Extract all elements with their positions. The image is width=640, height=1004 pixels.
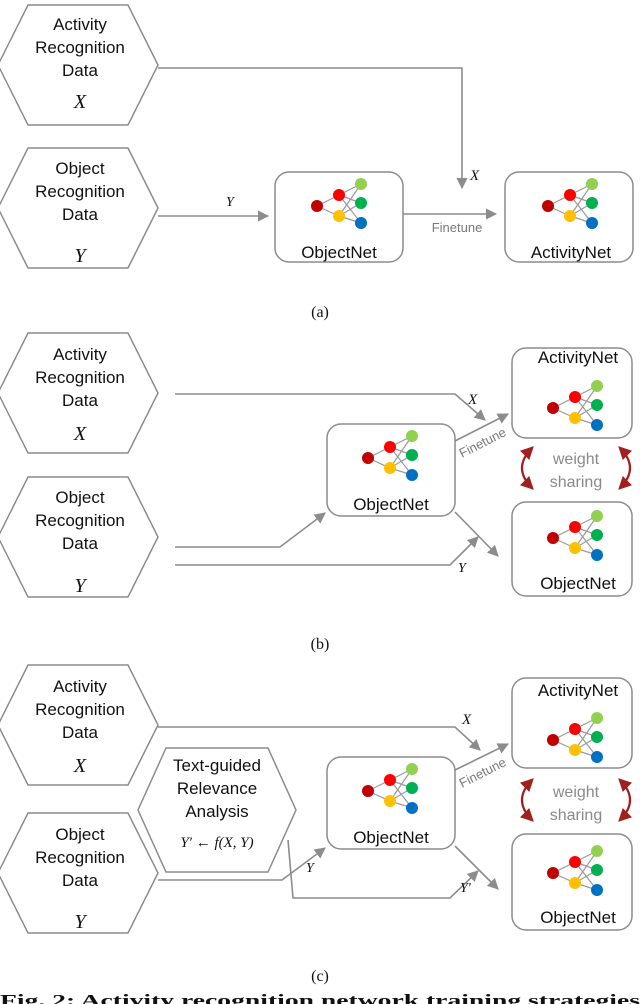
figure-caption: Fig. 2: Activity recognition network tra… [0,991,640,1004]
weight-sharing-right-arrow [618,446,633,490]
objectnet-bottom-label: ObjectNet [540,908,616,927]
weight-sharing-right-arrow [618,778,633,822]
activity-data-hexagon [0,4,159,126]
finetune-label: Finetune [457,424,509,460]
object-var-y: Y [74,245,87,267]
object-data-line3: Data [62,871,98,890]
object-data-line1: Object [55,159,104,178]
finetune-label: Finetune [457,754,509,790]
arrow-x-label: X [467,392,478,408]
object-data-line1: Object [55,488,104,507]
objectnet-mid-label: ObjectNet [353,495,429,514]
activity-data-line1: Activity [53,345,107,364]
weight-sharing-left-arrow [519,778,534,822]
panel-c-caption: (c) [311,968,329,985]
relevance-line3: Analysis [185,802,248,821]
weight-sharing-line2: sharing [550,474,602,491]
panel-a-caption: (a) [311,304,329,321]
object-data-line3: Data [62,205,98,224]
arrow-x-label: X [469,168,480,184]
panel-c: Activity Recognition Data X Object Recog… [0,664,633,985]
activitynet-box [511,677,633,769]
activity-data-hexagon [0,664,159,786]
panel-b-caption: (b) [311,636,330,653]
activity-data-line3: Data [62,61,98,80]
activity-data-line2: Recognition [35,38,125,57]
arrow-x-label: X [461,712,472,728]
activity-data-line1: Activity [53,677,107,696]
arrow-y-label: Y [306,861,316,876]
objectnet-mid-label: ObjectNet [353,828,429,847]
relevance-formula: Y′ ← f(X, Y) [180,835,253,851]
objectnet-label: ObjectNet [301,243,377,262]
activity-data-line2: Recognition [35,368,125,387]
object-data-hexagon [0,812,159,934]
weight-sharing-line1: weight [552,451,600,468]
arrow-y-label: Y [226,195,236,210]
arrow-relevance-to-objectnet-bottom [287,839,479,899]
activity-data-line3: Data [62,723,98,742]
object-data-line2: Recognition [35,182,125,201]
object-data-hexagon [0,147,159,269]
panel-b: Activity Recognition Data X Object Recog… [0,332,633,653]
arrow-object-to-objectnet [158,847,326,881]
finetune-arrow [454,743,510,771]
object-data-line2: Recognition [35,848,125,867]
object-var-y: Y [74,575,87,597]
activity-data-line3: Data [62,391,98,410]
arrow-object-to-objectnet-bottom [175,536,479,566]
activitynet-label: ActivityNet [538,681,619,700]
object-var-y: Y [74,911,87,933]
arrow-activity-to-activitynet [158,67,468,190]
objectnet-bottom-label: ObjectNet [540,574,616,593]
activity-data-line1: Activity [53,15,107,34]
weight-sharing-line1: weight [552,784,600,801]
object-data-line3: Data [62,534,98,553]
weight-sharing-left-arrow [519,446,534,490]
arrow-activity-to-activitynet [158,726,481,751]
relevance-line1: Text-guided [173,756,261,775]
arrow-objectnet-to-objectnet-bottom [454,845,499,890]
relevance-line2: Relevance [177,779,257,798]
activity-var-x: X [73,91,87,113]
object-data-line1: Object [55,825,104,844]
activity-var-x: X [73,423,87,445]
activity-data-hexagon [0,332,159,454]
finetune-arrow [454,413,509,442]
arrow-objectnet-to-objectnet-bottom [454,511,499,557]
arrow-yprime-label: Y′ [460,881,472,896]
arrow-object-to-objectnet [175,512,326,548]
activitynet-label: ActivityNet [538,348,619,367]
finetune-label: Finetune [432,220,483,235]
panel-a: Activity Recognition Data X Object Recog… [0,4,634,321]
object-data-line2: Recognition [35,511,125,530]
activity-data-line2: Recognition [35,700,125,719]
object-data-hexagon [0,476,159,598]
relevance-analysis-hexagon [137,747,297,873]
arrow-activity-to-activitynet [175,393,486,421]
arrow-y-label: Y [458,561,468,576]
weight-sharing-line2: sharing [550,807,602,824]
activity-var-x: X [73,755,87,777]
activitynet-label: ActivityNet [531,243,612,262]
